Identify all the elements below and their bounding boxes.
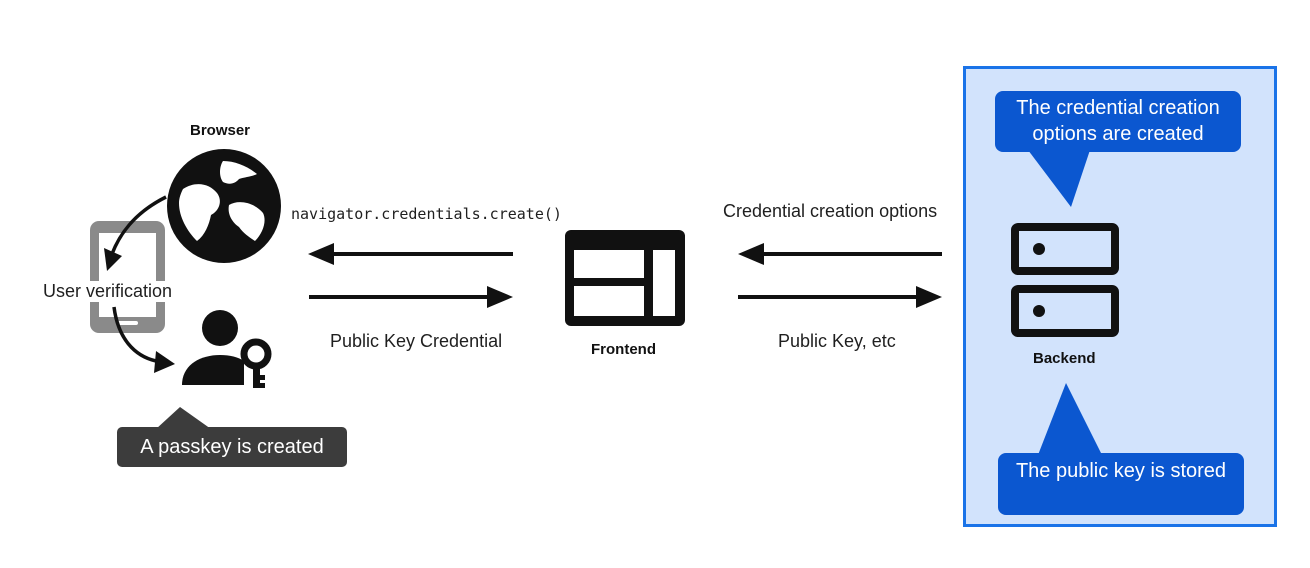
callout-key-stored-text: The public key is stored (1015, 460, 1227, 482)
user-verification-label: User verification (40, 281, 176, 302)
callout-options-created: The credential creation options are crea… (995, 91, 1241, 152)
user-key-icon (182, 310, 272, 388)
label-public-key-etc: Public Key, etc (778, 331, 896, 351)
label-creation-options: Credential creation options (723, 201, 938, 221)
callout-passkey-created: A passkey is created (117, 427, 347, 467)
backend-label: Backend (1033, 350, 1096, 367)
phone-icon (90, 221, 165, 333)
server-icon (1011, 223, 1119, 337)
callout-key-stored: The public key is stored (998, 453, 1244, 515)
label-create-call: navigator.credentials.create() (291, 205, 562, 223)
label-public-key-credential: Public Key Credential (330, 331, 503, 351)
browser-label: Browser (190, 122, 251, 139)
frontend-label: Frontend (591, 341, 656, 358)
web-layout-icon (565, 230, 685, 326)
callout-passkey-created-text: A passkey is created (140, 436, 324, 458)
globe-icon (167, 149, 281, 263)
callout-options-created-text: The credential creation options are crea… (1016, 97, 1220, 145)
